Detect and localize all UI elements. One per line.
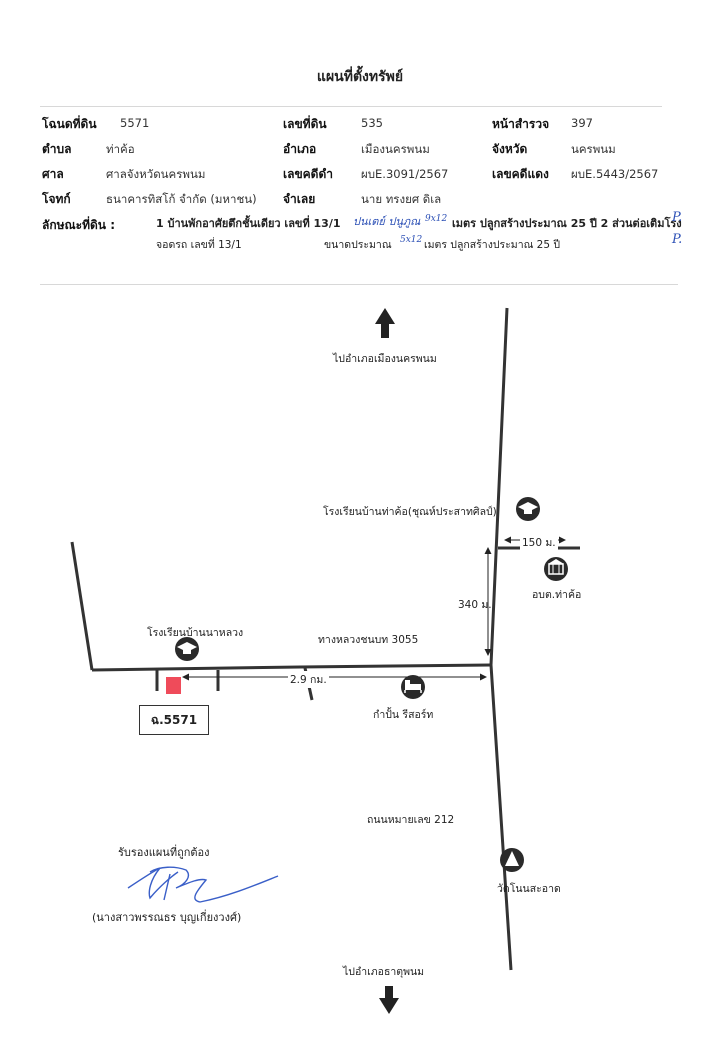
info-label: ศาล — [42, 167, 64, 181]
temple-label: วัดโนนสะอาด — [497, 883, 561, 895]
info-label: ตำบล — [42, 142, 72, 156]
school-right-label: โรงเรียนบ้านท่าค้อ(ชุณห์ประสาทศิลป์) — [323, 506, 497, 518]
header-divider — [40, 106, 662, 107]
info-value: นาย ทรงยศ ดิเล — [361, 192, 442, 206]
dist-150-label: 150 ม. — [520, 534, 558, 551]
land-line1-size: 9x12 — [425, 214, 448, 224]
info-label: เลขที่ดิน — [283, 117, 327, 131]
land-label: ลักษณะที่ดิน : — [42, 218, 115, 232]
land-line1-handwriting: ปนเตย์ ปนูภูณ — [353, 215, 421, 228]
dist-29-label: 2.9 กม. — [288, 671, 329, 688]
school-icon — [175, 637, 199, 661]
arrow-down-icon — [379, 986, 399, 1014]
info-label: จำเลย — [283, 192, 316, 206]
left-road — [70, 541, 94, 671]
signature-scribble — [127, 866, 279, 903]
land-line2: จอดรถ เลขที่ 13/1 — [156, 239, 242, 251]
info-divider — [40, 284, 678, 285]
info-label: เลขคดีดำ — [283, 167, 334, 181]
rural-road-3055 — [91, 663, 492, 672]
info-value: ศาลจังหวัดนครพนม — [106, 167, 206, 181]
highway-label: ถนนหมายเลข 212 — [367, 814, 455, 826]
info-label: โฉนดที่ดิน — [42, 117, 97, 131]
property-marker — [166, 677, 181, 694]
land-line1-rest: เมตร ปลูกสร้างประมาณ 25 ปี 2 ส่วนต่อเติม… — [452, 217, 682, 230]
school-icon — [516, 497, 540, 521]
initial-mark: P. — [672, 210, 683, 225]
land-line2-rest: ขนาดประมาณ — [324, 239, 392, 251]
info-value: 397 — [571, 116, 593, 130]
info-value: ผบE.5443/2567 — [571, 167, 659, 181]
land-line1: 1 บ้านพักอาศัยตึกชั้นเดียว เลขที่ 13/1 — [156, 217, 341, 230]
to-north-label: ไปอำเภอเมืองนครพนม — [333, 353, 437, 365]
government-office-icon — [544, 557, 568, 581]
hotel-bed-icon — [401, 675, 425, 699]
land-line2-end: เมตร ปลูกสร้างประมาณ 25 ปี — [424, 239, 561, 251]
info-label: หน้าสำรวจ — [492, 117, 550, 131]
resort-label: กำปั้น รีสอร์ท — [373, 709, 434, 721]
deed-number-box: ฉ.5571 — [139, 705, 209, 735]
temple-icon — [500, 848, 524, 872]
to-south-label: ไปอำเภอธาตุพนม — [343, 966, 425, 978]
info-label: อำเภอ — [283, 142, 317, 156]
info-value: 5571 — [120, 116, 150, 130]
tao-office-label: อบต.ท่าค้อ — [532, 589, 582, 601]
school-left-label: โรงเรียนบ้านนาหลวง — [147, 627, 244, 639]
info-value: เมืองนครพนม — [361, 142, 430, 156]
arrow-up-icon — [375, 308, 395, 338]
info-value: ผบE.3091/2567 — [361, 167, 449, 181]
certify-text: รับรองแผนที่ถูกต้อง — [118, 846, 210, 859]
signer-name: (นางสาวพรรณธร บุญเกี่ยงวงศ์) — [92, 911, 242, 924]
info-value: นครพนม — [571, 142, 616, 156]
dist-340-label: 340 ม. — [458, 599, 492, 611]
info-label: จังหวัด — [492, 142, 528, 156]
initial-mark: P. — [672, 232, 683, 247]
info-value: ธนาคารทิสโก้ จำกัด (มหาชน) — [106, 192, 257, 206]
info-label: เลขคดีแดง — [492, 167, 549, 181]
page-title: แผนที่ตั้งทรัพย์ — [316, 69, 404, 85]
info-value: 535 — [361, 116, 383, 130]
land-line2-size: 5x12 — [400, 235, 423, 245]
rural-road-label: ทางหลวงชนบท 3055 — [318, 634, 419, 646]
info-value: ท่าค้อ — [106, 142, 135, 156]
info-label: โจทก์ — [42, 192, 71, 206]
